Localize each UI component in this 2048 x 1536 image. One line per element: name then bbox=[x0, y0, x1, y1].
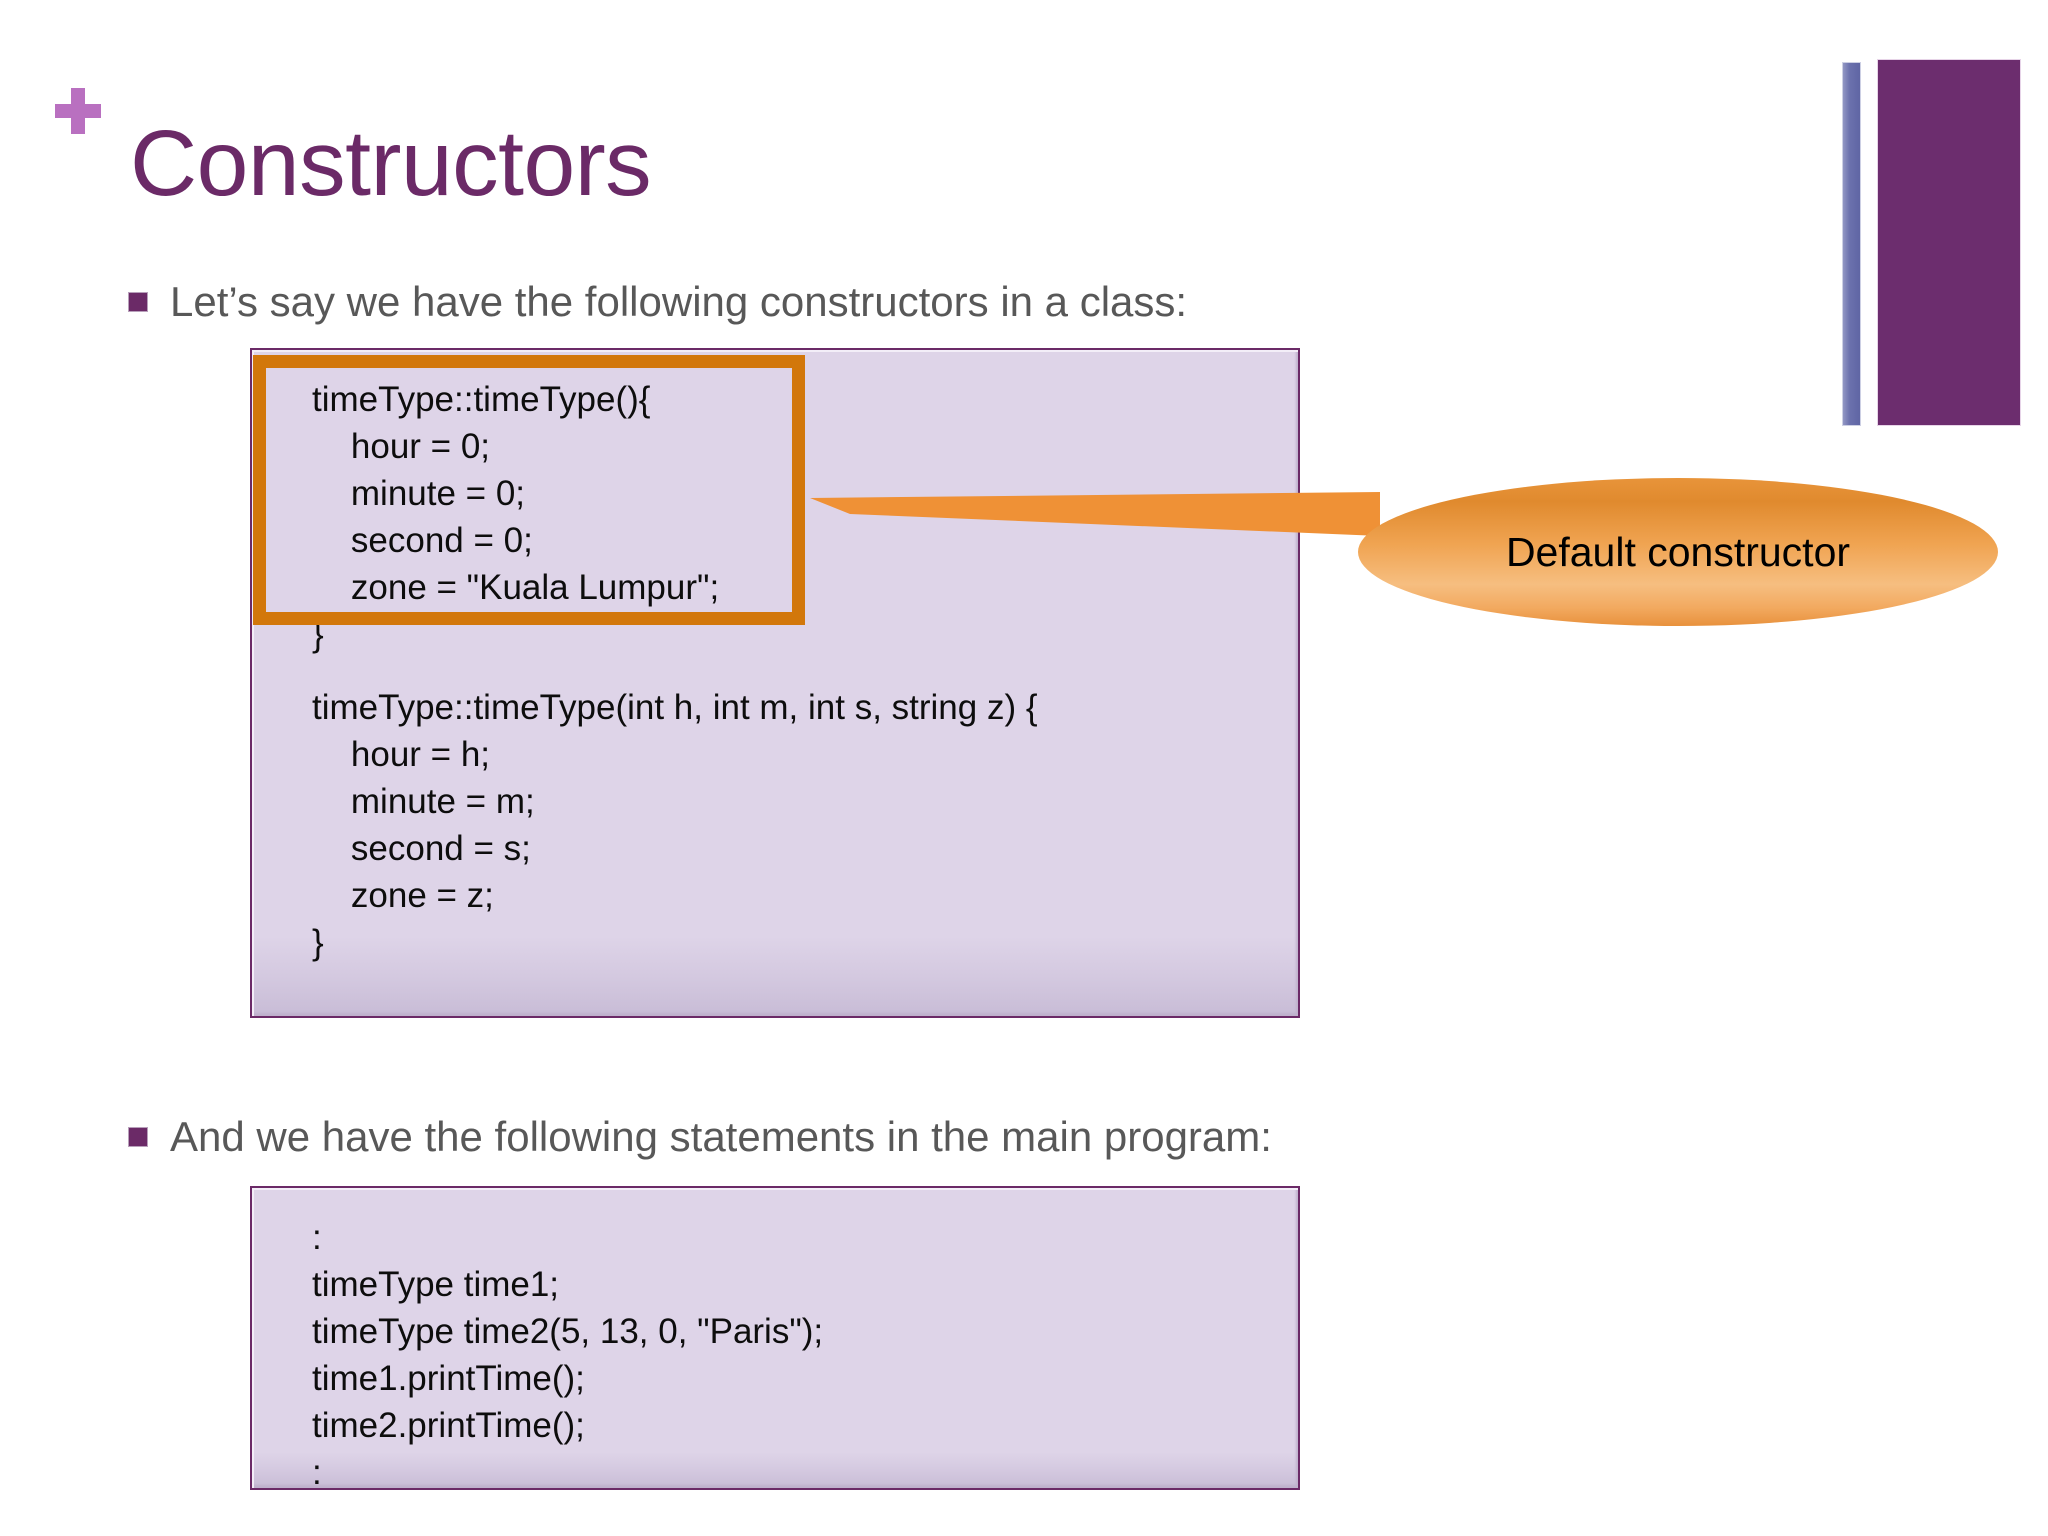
code-line: minute = m; bbox=[312, 782, 535, 821]
code-line: time2.printTime(); bbox=[312, 1406, 585, 1445]
code-line: second = 0; bbox=[312, 521, 533, 560]
code-line: time1.printTime(); bbox=[312, 1359, 585, 1398]
code-block-constructors: timeType::timeType(){ hour = 0; minute =… bbox=[250, 348, 1300, 1018]
code-line: hour = h; bbox=[312, 735, 491, 774]
page-title: Constructors bbox=[130, 111, 652, 215]
bullet-label-1: Let’s say we have the following construc… bbox=[170, 278, 1188, 325]
code-line: timeType time2(5, 13, 0, "Paris"); bbox=[312, 1312, 824, 1351]
callout-tail-icon bbox=[810, 492, 1380, 536]
code-line: second = s; bbox=[312, 829, 531, 868]
decor-thin-bar bbox=[1842, 62, 1861, 426]
code-line: zone = z; bbox=[312, 876, 494, 915]
callout-label: Default constructor bbox=[1505, 528, 1851, 575]
decor-purple-block bbox=[1877, 59, 2021, 426]
code-line: minute = 0; bbox=[312, 474, 526, 513]
code-line: timeType::timeType(int h, int m, int s, … bbox=[312, 688, 1038, 727]
bullet-square-icon bbox=[128, 1127, 148, 1147]
callout-oval bbox=[1358, 478, 1998, 626]
bullet-label-2: And we have the following statements in … bbox=[170, 1113, 1272, 1160]
code-line: timeType::timeType(){ bbox=[312, 380, 651, 419]
code-line: hour = 0; bbox=[312, 427, 491, 466]
code-line: : bbox=[312, 1453, 322, 1492]
code-blank-line bbox=[252, 658, 1298, 684]
bullet-square-icon bbox=[128, 292, 148, 312]
code-line: } bbox=[312, 615, 324, 654]
plus-icon bbox=[55, 88, 101, 134]
code-line: } bbox=[312, 923, 324, 962]
bullet-item-2: And we have the following statements in … bbox=[128, 1113, 1272, 1161]
code-line: timeType time1; bbox=[312, 1265, 560, 1304]
code-line: zone = "Kuala Lumpur"; bbox=[312, 568, 720, 607]
code-line: : bbox=[312, 1218, 322, 1257]
bullet-item-1: Let’s say we have the following construc… bbox=[128, 278, 1187, 326]
code-block-main-program: : timeType time1; timeType time2(5, 13, … bbox=[250, 1186, 1300, 1492]
